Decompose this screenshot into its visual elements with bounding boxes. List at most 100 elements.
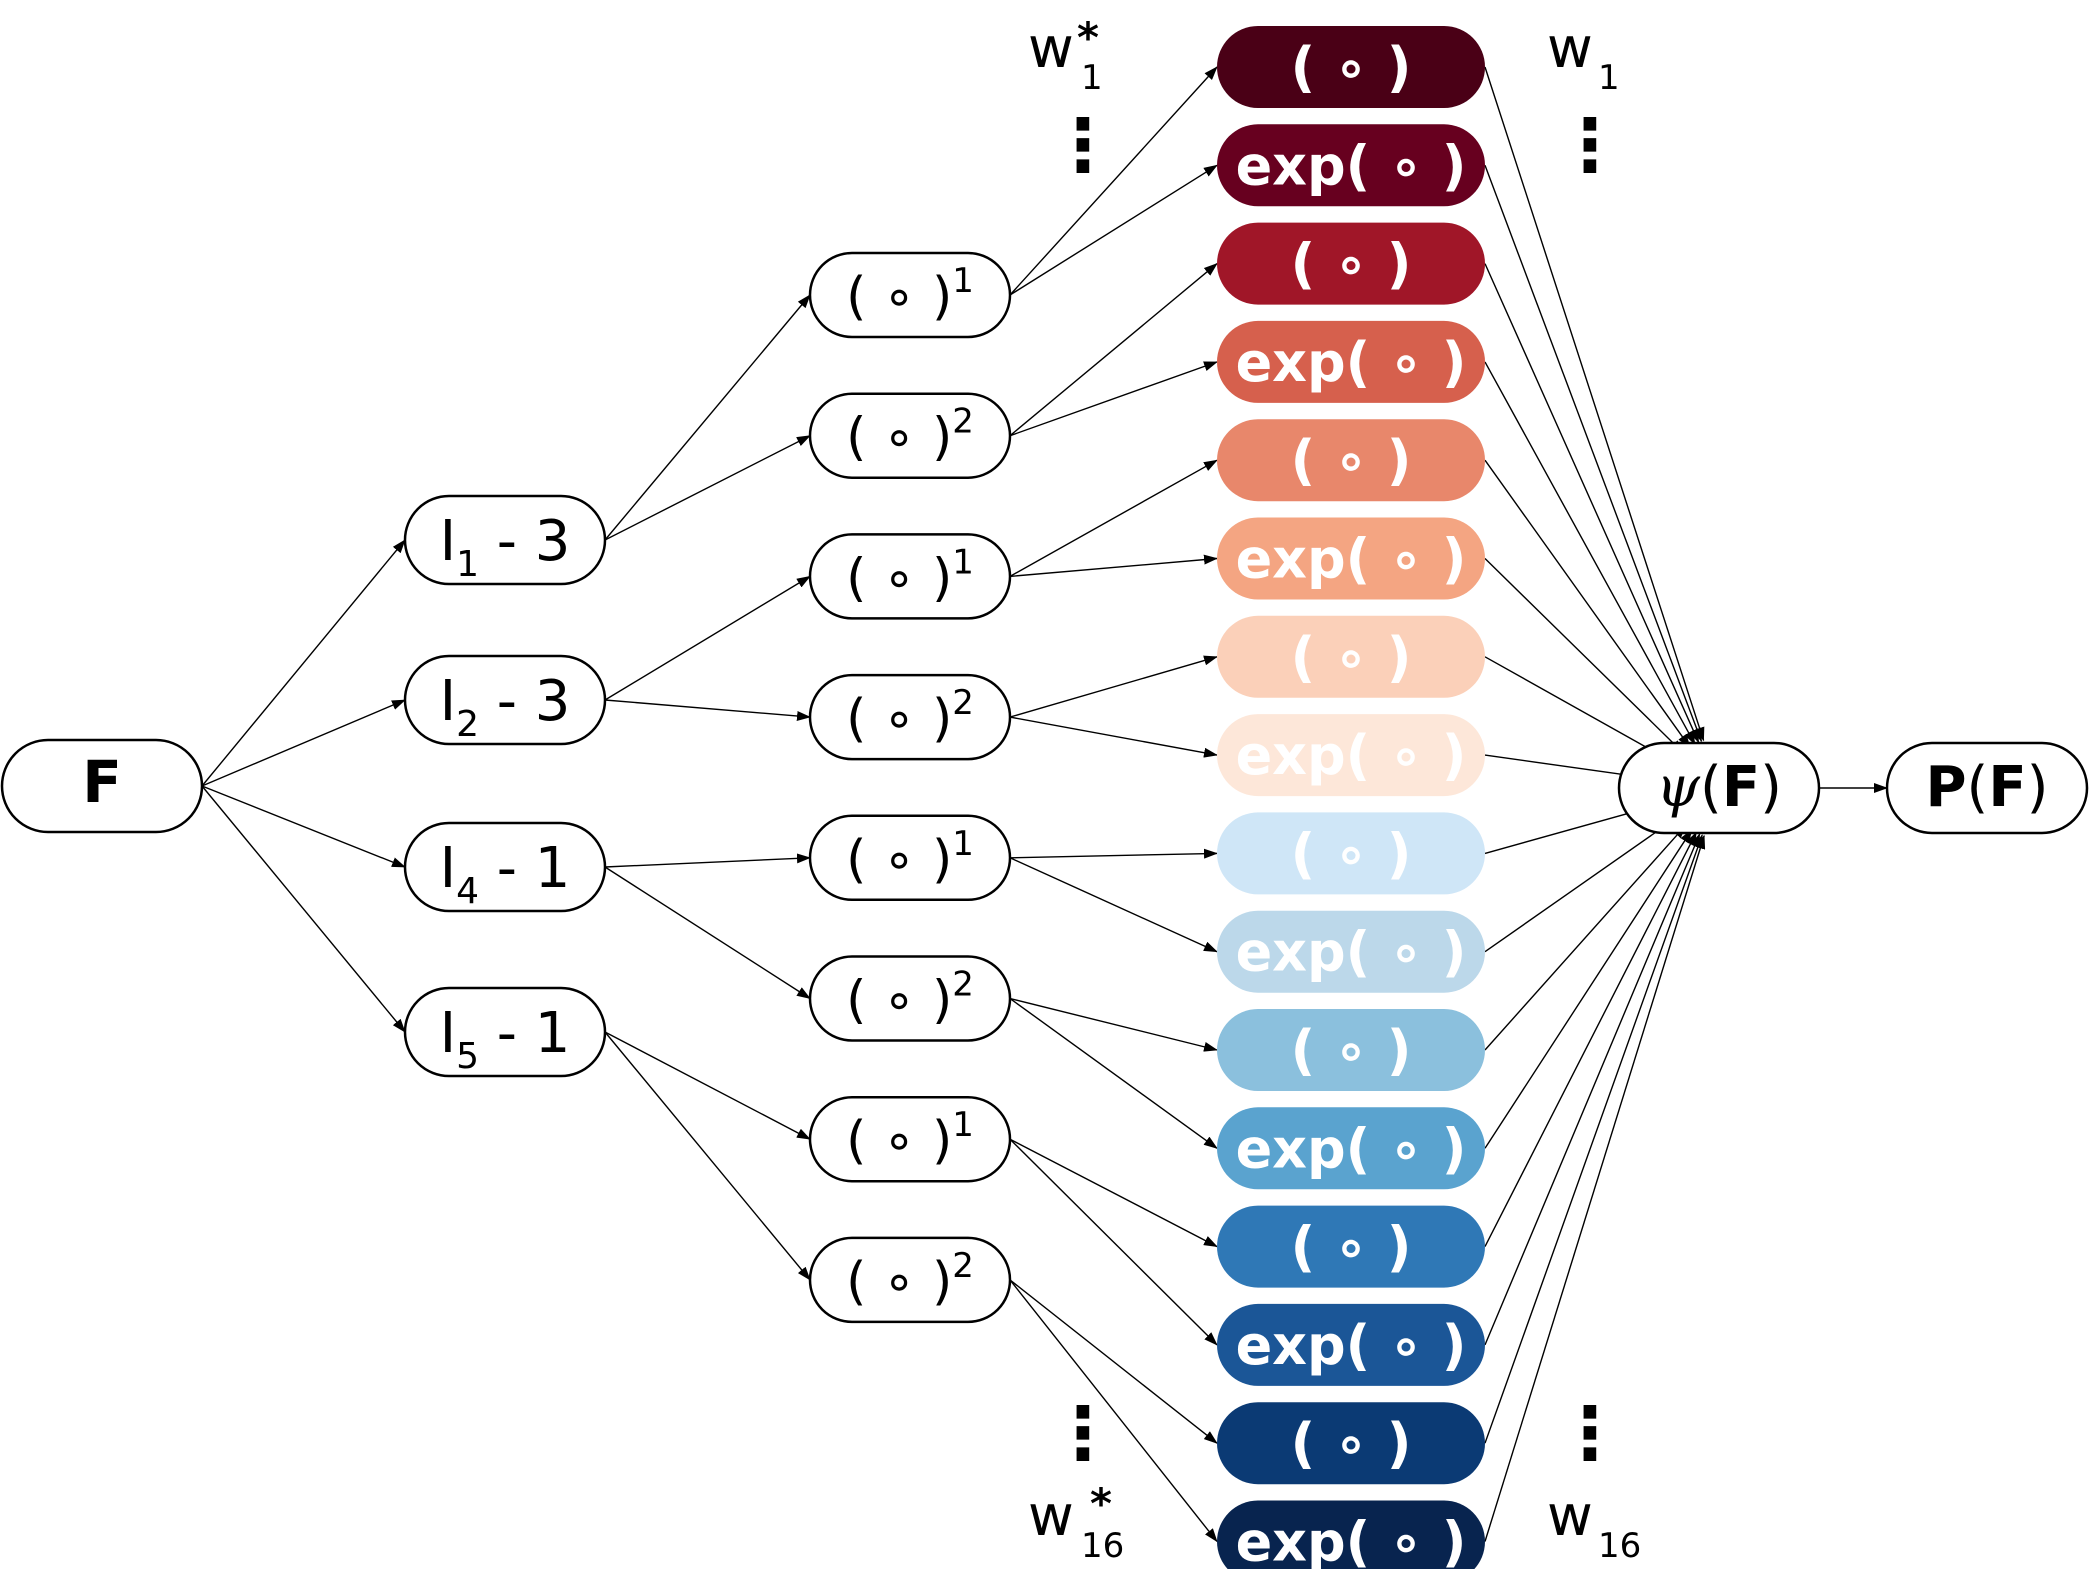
invariant-sub: 4 [456,871,479,912]
weight-bottom-ellipsis: ⋮ [1554,1391,1626,1475]
invariant-base: I [440,509,457,574]
weight-bottom-sub: 16 [1598,1526,1641,1566]
edge-pow-fun-6 [1009,655,1218,718]
power-node-7: ( ∘ )2 [808,1236,1012,1324]
edge-inv-pow-4 [604,853,811,868]
edge-pow-fun-13 [1009,1138,1218,1346]
weight-star-bottom-sub: 16 [1081,1526,1124,1566]
weight-top-ellipsis: ⋮ [1554,103,1626,187]
function-exp-label: exp( ∘ ) [1236,724,1467,787]
svg-text:( ∘ )1: ( ∘ )1 [846,1105,974,1171]
weight-star-top-base: w [1028,16,1074,81]
edge-fun-psi-9 [1484,816,1679,953]
power-exponent: 1 [952,542,974,582]
power-node-2: ( ∘ )1 [808,533,1012,620]
output-close: ) [2027,755,2049,820]
function-node-8: ( ∘ ) [1217,812,1485,895]
weight-top: w 1 [1547,16,1620,98]
power-exponent: 2 [952,402,974,442]
function-node-7: exp( ∘ ) [1217,714,1485,797]
function-exp-label: exp( ∘ ) [1236,134,1467,197]
function-identity-label: ( ∘ ) [1291,36,1412,99]
power-node-5: ( ∘ )2 [808,955,1012,1042]
invariant-sub: 2 [456,704,479,745]
function-node-13: exp( ∘ ) [1217,1303,1485,1386]
function-nodes: ( ∘ ) exp( ∘ ) ( ∘ ) exp( ∘ ) ( ∘ ) exp( ∘ ) (… [1217,26,1485,1569]
weight-star-bottom-sup: * [1090,1479,1112,1528]
svg-text:( ∘ )1: ( ∘ )1 [846,542,974,608]
function-node-0: ( ∘ ) [1217,26,1485,108]
edge-pow-fun-14 [1009,1279,1218,1444]
function-node-2: ( ∘ ) [1217,222,1485,305]
weight-star-bottom-base: w [1028,1484,1074,1549]
power-node-4: ( ∘ )1 [808,814,1012,902]
function-identity-label: ( ∘ ) [1291,233,1412,296]
function-exp-label: exp( ∘ ) [1236,1117,1467,1180]
invariant-sub: 5 [456,1036,479,1077]
power-node-3: ( ∘ )2 [808,673,1012,761]
edge-root-inv-0 [201,539,406,787]
function-node-5: exp( ∘ ) [1217,517,1485,600]
weight-star-top-sub: 1 [1081,58,1103,98]
invariant-nodes: I1 - 3I2 - 3I4 - 1I5 - 1 [403,494,607,1078]
edge-pow-fun-12 [1009,1138,1218,1248]
function-identity-label: ( ∘ ) [1291,822,1412,885]
weight-star-bottom-ellipsis: ⋮ [1047,1391,1119,1475]
edge-fun-psi-5 [1484,558,1685,754]
power-base: ( ∘ ) [846,689,952,749]
weight-top-sub: 1 [1598,58,1620,98]
output-arg: F [1988,755,2026,820]
edge-inv-pow-1 [604,435,811,541]
invariant-sub: 1 [456,544,479,585]
function-node-9: exp( ∘ ) [1217,910,1485,993]
edge-inv-pow-6 [604,1031,811,1140]
edge-fun-psi-15 [1484,834,1706,1542]
edge-inv-pow-3 [604,699,811,722]
edge-pow-fun-3 [1009,361,1218,437]
function-identity-label: ( ∘ ) [1291,1412,1412,1475]
psi-node: ψ(F) [1617,741,1821,835]
function-node-14: ( ∘ ) [1217,1402,1485,1485]
power-base: ( ∘ ) [846,548,952,608]
output-node: P(F) [1885,741,2089,835]
power-node-0: ( ∘ )1 [808,251,1012,339]
power-exponent: 1 [952,1105,974,1145]
edge-fun-psi-11 [1484,829,1693,1149]
power-node-6: ( ∘ )1 [808,1095,1012,1183]
invariant-node-1: I2 - 3 [403,654,607,746]
function-exp-label: exp( ∘ ) [1236,1314,1467,1377]
psi-open: ( [1700,755,1722,820]
psi-arg: F [1722,755,1760,820]
edge-pow-fun-9 [1009,857,1218,953]
edge-pow-fun-4 [1009,459,1218,578]
psi-symbol: ψ [1656,755,1701,820]
svg-text:( ∘ )1: ( ∘ )1 [846,261,974,327]
edge-fun-psi-2 [1484,263,1700,744]
edge-inv-pow-5 [604,866,811,1000]
edge-pow-fun-5 [1009,554,1218,578]
function-exp-label: exp( ∘ ) [1236,528,1467,591]
weight-bottom: w 16 [1547,1484,1641,1566]
function-node-1: exp( ∘ ) [1217,124,1485,207]
edge-fun-psi-3 [1484,361,1696,746]
function-node-4: ( ∘ ) [1217,419,1485,502]
edge-fun-psi-4 [1484,459,1691,749]
output-open: ( [1967,755,1989,820]
edge-fun-psi-6 [1484,656,1677,765]
invariant-node-3: I5 - 1 [403,986,607,1078]
edge-inv-pow-0 [604,294,811,541]
output-fn: P [1925,755,1966,820]
svg-text:( ∘ )2: ( ∘ )2 [846,683,974,749]
edge-root-inv-1 [201,699,406,787]
function-node-10: ( ∘ ) [1217,1009,1485,1091]
svg-text:I1 - 3: I1 - 3 [440,509,571,585]
svg-text:I5 - 1: I5 - 1 [440,1001,571,1077]
power-base: ( ∘ ) [846,408,952,468]
edge-fun-psi-13 [1484,833,1701,1346]
power-base: ( ∘ ) [846,267,952,327]
power-exponent: 1 [952,824,974,864]
edge-inv-pow-2 [604,575,811,701]
edge-pow-fun-8 [1009,848,1218,859]
weight-star-top: w 1 * [1028,13,1103,98]
power-base: ( ∘ ) [846,830,952,890]
